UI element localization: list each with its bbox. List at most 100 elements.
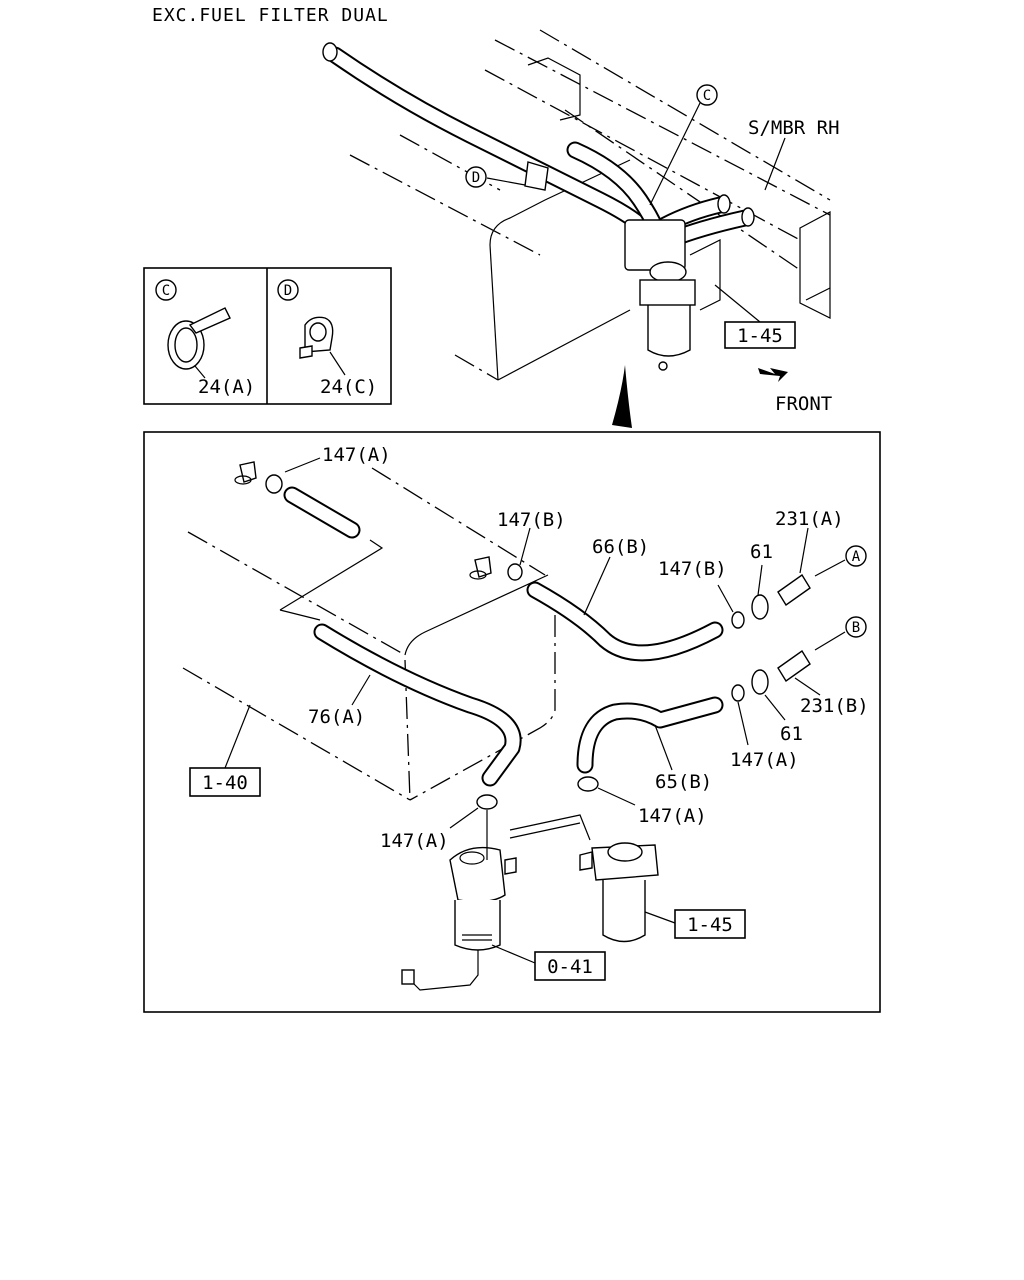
clamp-147a-filter1[interactable] (476, 794, 498, 810)
filter-cap (649, 261, 687, 283)
label-147a-right: 147(A) (730, 749, 799, 771)
separator-bowl[interactable] (454, 900, 501, 951)
label-76a: 76(A) (308, 706, 365, 728)
bracket (527, 57, 581, 121)
leader-1-40 (224, 704, 251, 769)
label-231a: 231(A) (775, 508, 844, 530)
tank-bottom-edge (497, 309, 631, 381)
detail-c-part-label: 24(A) (198, 376, 255, 398)
tank-line-1 (349, 154, 541, 256)
front-label: FRONT (775, 393, 832, 415)
label-147a-filter1: 147(A) (380, 830, 449, 852)
callout-c-circle (696, 84, 718, 106)
tank-line-3 (454, 354, 499, 381)
clamp-147a-right[interactable] (731, 684, 745, 702)
filter-mount (639, 279, 696, 306)
front-arrow-icon (758, 368, 788, 382)
break-line-2 (279, 609, 321, 621)
label-147b-right: 147(B) (658, 558, 727, 580)
ref-box-1-40-label: 1-40 (202, 772, 248, 794)
label-231b: 231(B) (800, 695, 869, 717)
clamp-147a-filter2[interactable] (577, 776, 599, 792)
leader-147b-right (717, 584, 734, 613)
ref-box-1-40[interactable] (189, 767, 261, 797)
detail-d-letter: D (284, 283, 292, 299)
callout-d-letter: D (472, 170, 480, 186)
label-61-top: 61 (750, 541, 773, 563)
clamp-147b-right[interactable] (731, 611, 745, 629)
ref-box-0-41[interactable] (534, 951, 606, 981)
leader-d (486, 177, 526, 186)
frame-line-4 (564, 109, 801, 271)
ref-box-0-41-label: 0-41 (547, 956, 593, 978)
view-pointer-arrow-icon (612, 365, 632, 428)
connection-b-letter: B (852, 620, 860, 636)
label-147a-filter2: 147(A) (638, 805, 707, 827)
leader-147b-mid (519, 527, 531, 566)
main-exploded-view: A B (143, 431, 881, 1013)
hose-end (322, 42, 338, 62)
hose-end (741, 207, 755, 227)
tank-corner-vertical (404, 659, 411, 801)
filter-bowl-top-view (647, 300, 691, 357)
fuel-line (509, 814, 591, 841)
diagram-title: EXC.FUEL FILTER DUAL (152, 5, 389, 26)
detail-d-part-label: 24(C) (320, 376, 377, 398)
leader-76a (351, 674, 371, 706)
ref-box-1-45-label: 1-45 (687, 914, 733, 936)
leader-147a-top (284, 457, 321, 473)
filter-bowl[interactable] (602, 880, 646, 943)
frame-label: S/MBR RH (748, 117, 840, 139)
detail-panels: C 24(A) D 24(C) (143, 267, 392, 405)
hose-clip-top-view (524, 161, 549, 191)
pipe-231b[interactable] (777, 649, 811, 683)
leader-24c (329, 351, 346, 376)
label-61-bottom: 61 (780, 723, 803, 745)
break-line-1 (279, 539, 384, 611)
detail-c-circle (155, 279, 177, 301)
top-view: C D S/MBR RH 1-45 FRONT (322, 29, 840, 428)
tank-edge-top (371, 467, 546, 576)
tank-top-edge (489, 159, 631, 246)
clip-61-bottom[interactable] (751, 669, 769, 695)
leader-1-45-top (714, 284, 761, 323)
clamp-147b-mid[interactable] (507, 563, 523, 581)
tank-edge-left (187, 531, 406, 656)
detail-c-letter: C (162, 283, 170, 299)
leader-conn-b (814, 631, 846, 651)
leader-frame (764, 137, 786, 191)
label-65b: 65(B) (655, 771, 712, 793)
leader-147a-filter2 (597, 787, 636, 806)
side-member-flange (805, 287, 831, 301)
leader-conn-a (814, 559, 846, 577)
tank-top-corner (404, 574, 549, 656)
pipe-231a[interactable] (777, 573, 811, 607)
label-147a-top: 147(A) (322, 444, 391, 466)
leader-61-top (757, 564, 763, 596)
leader-65b (654, 724, 673, 771)
frame-line-1 (494, 39, 831, 216)
leader-24a (194, 365, 206, 379)
tank-corner-edge (489, 244, 499, 381)
leader-147a-filter1 (449, 807, 479, 829)
sensor-connector (401, 969, 415, 985)
leader-61-bottom (764, 694, 786, 721)
callout-d-circle (465, 166, 487, 188)
sensor-wire (409, 950, 479, 991)
leader-231a (799, 527, 809, 574)
leader-231b (794, 677, 821, 696)
drain-plug (658, 361, 668, 371)
side-member-end (799, 211, 831, 319)
leader-c (649, 102, 701, 206)
ref-box-1-45-top[interactable] (724, 321, 796, 349)
separator-head (449, 846, 506, 903)
clamp-147a-top[interactable] (265, 474, 283, 494)
hose-end (717, 194, 731, 214)
callout-c-letter: C (703, 88, 711, 104)
leader-1-45 (644, 911, 676, 924)
ref-box-1-45[interactable] (674, 909, 746, 939)
clip-61-top[interactable] (751, 594, 769, 620)
ref-box-1-45-top-label: 1-45 (737, 325, 783, 347)
tank-side-edge (409, 615, 556, 801)
